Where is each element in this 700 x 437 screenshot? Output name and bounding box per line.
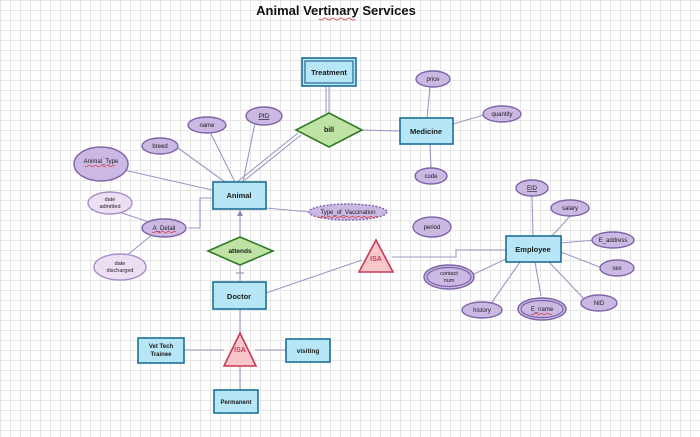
entity-medicine[interactable]: Medicine <box>399 117 454 145</box>
attribute-e-address-label: E_address <box>599 238 628 244</box>
attribute-history-label: history <box>473 308 491 314</box>
attribute-contact-num[interactable]: contact num <box>423 264 475 290</box>
attribute-nid-label: NID <box>594 301 605 307</box>
connector-lines <box>118 85 603 390</box>
attribute-code[interactable]: code <box>414 167 448 185</box>
attribute-sex[interactable]: sex <box>599 259 635 277</box>
attribute-pid-label: PID <box>259 113 270 120</box>
entity-employee[interactable]: Employee <box>505 235 562 263</box>
entity-permanent[interactable]: Permanent <box>213 389 259 414</box>
animal-type-spellcheck-underline <box>84 164 116 168</box>
attribute-contact-num-label-line2: num <box>444 278 455 284</box>
isa-doctor-label: ISA <box>234 347 246 354</box>
entity-vet-tech-trainee[interactable]: Vet Tech Trainee <box>137 337 185 364</box>
diagram-title: Animal Vertinary Services <box>256 3 416 18</box>
attribute-quantity-label: quantity <box>491 112 512 118</box>
attribute-a-detail[interactable]: A_Detail <box>141 218 187 238</box>
relationship-attends-label: attends <box>228 248 252 255</box>
attribute-code-label: code <box>424 174 438 180</box>
attribute-name[interactable]: name <box>187 116 227 134</box>
attribute-date-discharged[interactable]: date discharged <box>93 253 147 281</box>
entity-medicine-label: Medicine <box>410 127 442 136</box>
attribute-date-admitted-label-line2: admitted <box>99 204 120 210</box>
attribute-e-name[interactable]: E_name <box>517 297 567 321</box>
entity-visiting[interactable]: visiting <box>285 338 331 363</box>
attribute-salary[interactable]: salary <box>550 199 590 217</box>
attribute-sex-label: sex <box>612 266 621 272</box>
e-name-spellcheck-underline <box>530 312 553 316</box>
attribute-history[interactable]: history <box>461 301 503 319</box>
entity-animal-label: Animal <box>226 191 251 200</box>
attribute-nid[interactable]: NID <box>580 294 618 312</box>
attribute-period-label: period <box>424 225 441 231</box>
attribute-pid[interactable]: PID <box>245 106 283 126</box>
entity-permanent-label: Permanent <box>220 400 251 406</box>
entity-animal[interactable]: Animal <box>212 181 267 210</box>
attribute-breed-label: breed <box>152 144 167 150</box>
entity-treatment[interactable]: Treatment <box>301 57 357 87</box>
a-detail-spellcheck-underline <box>151 230 177 234</box>
isa-employee[interactable]: ISA <box>357 238 395 273</box>
entity-treatment-label: Treatment <box>311 68 347 77</box>
attribute-a-detail-label: A_Detail <box>153 226 176 232</box>
attribute-date-discharged-label-line2: discharged <box>107 268 134 274</box>
type-of-vaccination-spellcheck-underline <box>317 215 379 219</box>
entity-vet-tech-trainee-label-line1: Vet Tech <box>149 344 174 350</box>
attribute-breed[interactable]: breed <box>141 137 179 155</box>
entity-doctor-label: Doctor <box>227 292 251 301</box>
attribute-date-discharged-label-line1: date <box>115 261 126 267</box>
attribute-eid-label: EID <box>527 186 538 192</box>
relationship-bill-label: bill <box>324 127 334 134</box>
attribute-e-name-label: E_name <box>531 307 554 313</box>
entity-doctor[interactable]: Doctor <box>212 281 267 310</box>
attribute-name-label: name <box>199 123 215 129</box>
entity-employee-label: Employee <box>515 245 550 254</box>
isa-doctor[interactable]: ISA <box>222 331 258 367</box>
attribute-animal-type-label: Animal_Type <box>84 159 119 165</box>
entity-vet-tech-trainee-label-line2: Trainee <box>150 352 172 358</box>
isa-employee-label: ISA <box>370 256 382 263</box>
attribute-period[interactable]: period <box>412 216 452 238</box>
attribute-e-address[interactable]: E_address <box>591 231 635 249</box>
attribute-price-label: price <box>426 77 440 83</box>
attends-arrow-head <box>237 210 243 216</box>
title-spellcheck-underline <box>318 17 356 21</box>
attribute-contact-num-label-line1: contact <box>440 271 458 277</box>
attribute-date-admitted-label-line1: date <box>105 197 116 203</box>
attribute-type-of-vaccination[interactable]: Type_of_Vaccination <box>308 203 388 221</box>
relationship-bill[interactable]: bill <box>294 112 364 148</box>
relationship-attends[interactable]: attends <box>206 236 276 266</box>
attribute-price[interactable]: price <box>415 70 451 88</box>
attribute-animal-type[interactable]: Animal_Type <box>73 146 129 182</box>
attribute-quantity[interactable]: quantity <box>482 105 522 123</box>
attribute-type-of-vaccination-label: Type_of_Vaccination <box>320 210 375 216</box>
entity-visiting-label: visiting <box>297 348 320 355</box>
attribute-date-admitted[interactable]: date admitted <box>87 191 133 215</box>
attribute-eid[interactable]: EID <box>515 179 549 197</box>
attribute-salary-label: salary <box>562 206 578 212</box>
